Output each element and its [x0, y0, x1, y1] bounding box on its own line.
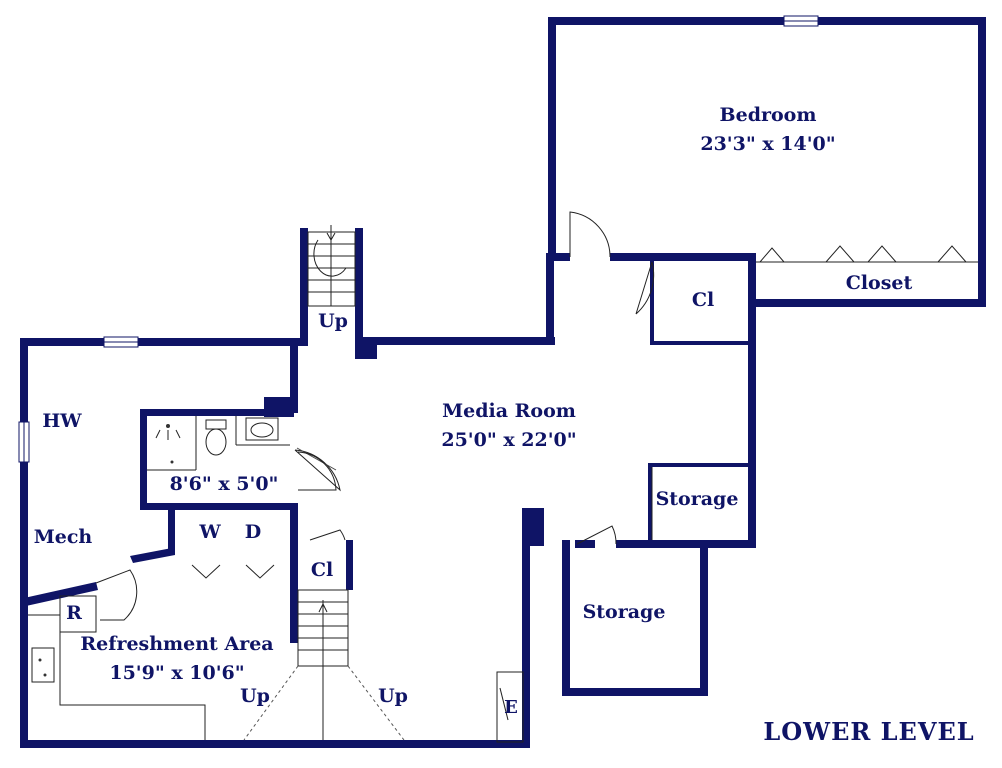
labels: Bedroom 23'3" x 14'0" Closet Cl Media Ro… — [34, 104, 974, 746]
counter — [28, 614, 206, 740]
dryer-label: D — [245, 521, 261, 543]
stair-up-left-label: Up — [240, 685, 270, 707]
refreshment-label: Refreshment Area — [80, 633, 273, 655]
bath-dims: 8'6" x 5'0" — [170, 473, 279, 495]
stairs — [243, 225, 405, 741]
closet-label: Closet — [846, 272, 913, 294]
bedroom-label: Bedroom — [720, 104, 817, 126]
mech-label: Mech — [34, 526, 93, 548]
closet-stair-label: Cl — [311, 559, 333, 581]
media-room-dims: 25'0" x 22'0" — [441, 429, 576, 451]
stair-up-right-label: Up — [378, 685, 408, 707]
shower-icon — [155, 424, 181, 464]
fixtures — [28, 416, 653, 743]
stair-up-top-label: Up — [318, 310, 348, 332]
storage-east-label: Storage — [656, 488, 739, 510]
bedroom-dims: 23'3" x 14'0" — [700, 133, 835, 155]
refreshment-dims: 15'9" x 10'6" — [109, 662, 244, 684]
elevator-label: E — [504, 697, 518, 718]
walls — [20, 17, 986, 748]
hw-label: HW — [42, 410, 82, 432]
doors — [95, 211, 655, 621]
sink-icon — [245, 417, 279, 441]
windows — [18, 15, 819, 463]
toilet-icon — [205, 419, 227, 456]
bifold-doors — [191, 245, 978, 579]
fridge-label: R — [66, 602, 82, 624]
closet-media-label: Cl — [692, 289, 714, 311]
elevator-box — [496, 671, 524, 743]
plan-title: LOWER LEVEL — [763, 717, 974, 746]
media-room-label: Media Room — [442, 400, 576, 422]
storage-south-label: Storage — [583, 601, 666, 623]
washer-label: W — [198, 521, 221, 543]
